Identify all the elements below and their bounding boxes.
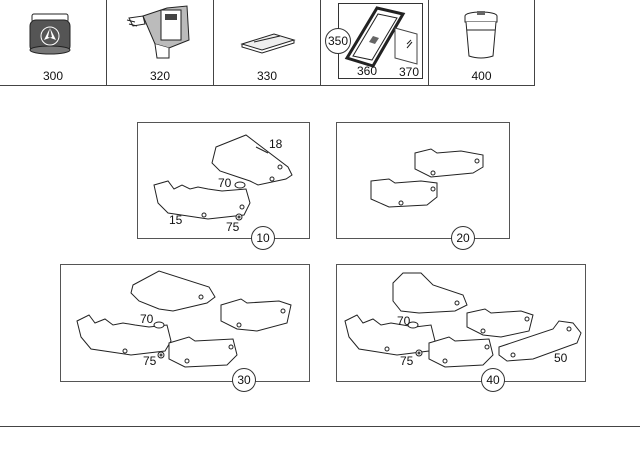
panel-30[interactable]: 70 75	[60, 264, 310, 382]
callout-70: 70	[218, 176, 232, 190]
panel-label-20: 20	[451, 226, 475, 250]
divider	[0, 85, 535, 86]
divider	[320, 0, 321, 85]
callout-350: 350	[325, 28, 351, 54]
divider	[106, 0, 107, 85]
panel-40[interactable]: 70 75 50	[336, 264, 586, 382]
cup-icon	[464, 11, 498, 59]
callout-70: 70	[140, 312, 154, 326]
part-350[interactable]: 350 360 370	[321, 0, 428, 85]
callout-75: 75	[400, 354, 414, 368]
part-label: 300	[42, 69, 64, 83]
callout-75: 75	[143, 354, 157, 368]
cloth-icon	[240, 33, 296, 54]
floor-mat-set-icon	[370, 148, 484, 208]
divider	[0, 426, 640, 427]
panel-label-40: 40	[481, 368, 505, 392]
panel-20[interactable]	[336, 122, 510, 239]
divider	[428, 0, 429, 85]
panel-label-30: 30	[232, 368, 256, 392]
callout-370: 370	[399, 65, 420, 79]
part-400[interactable]: 400	[429, 0, 534, 85]
callout-75: 75	[226, 220, 240, 234]
part-330[interactable]: 330	[214, 0, 320, 85]
divider	[534, 0, 535, 85]
panel-10[interactable]: 18 70 15 75	[137, 122, 310, 239]
air-freshener-icon	[29, 13, 71, 55]
callout-70: 70	[397, 314, 411, 328]
screen-protector-icon	[344, 6, 418, 68]
callout-50: 50	[554, 351, 568, 365]
part-label: 320	[149, 69, 171, 83]
part-300[interactable]: 300	[0, 0, 106, 85]
panel-label-10: 10	[251, 226, 275, 250]
floor-mat-set-icon	[76, 270, 292, 368]
callout-360: 360	[357, 64, 378, 78]
floor-mat-set-icon	[153, 134, 293, 221]
callout-18: 18	[269, 137, 283, 151]
part-320[interactable]: 320	[107, 0, 213, 85]
callout-15: 15	[169, 213, 183, 227]
part-label: 400	[471, 69, 492, 83]
part-label: 330	[256, 69, 278, 83]
divider	[213, 0, 214, 85]
floor-mat-set-icon	[344, 272, 582, 368]
seat-holder-icon	[126, 5, 190, 59]
